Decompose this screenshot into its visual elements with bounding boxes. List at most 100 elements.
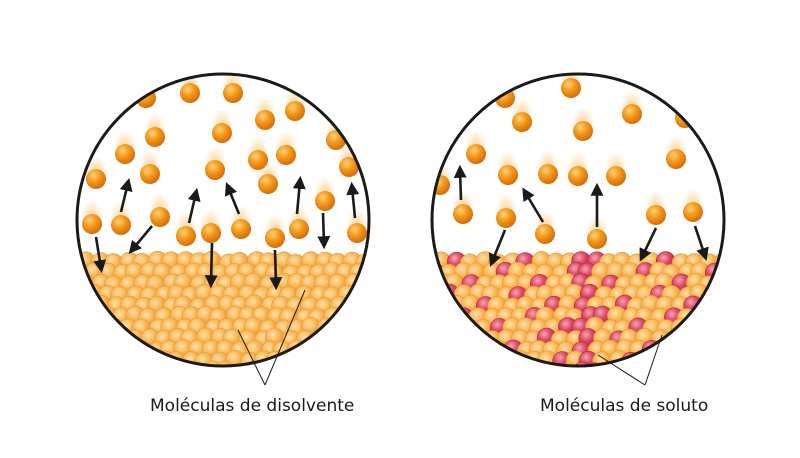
solvent-molecule <box>281 351 302 366</box>
solvent-molecule <box>89 339 109 360</box>
solvent-molecule <box>350 328 369 349</box>
solvent-molecule <box>440 351 461 366</box>
solvent-molecule <box>170 373 189 392</box>
vapor-molecule <box>587 229 607 249</box>
solvent-molecule <box>337 374 356 393</box>
solvent-sample-circle <box>77 74 369 394</box>
solvent-molecule <box>447 318 468 338</box>
solvent-molecule <box>551 374 570 393</box>
solvent-molecule <box>356 339 369 360</box>
vapor-molecule <box>150 207 170 227</box>
vapor-molecule <box>666 149 686 169</box>
vapor-molecule <box>538 164 558 184</box>
solvent-molecule <box>489 361 510 366</box>
solvent-molecule <box>718 328 724 349</box>
solute-molecule <box>432 339 451 359</box>
solvent-molecule <box>364 308 369 329</box>
solvent-molecule <box>139 373 158 392</box>
solvent-molecule <box>77 339 84 359</box>
solvent-molecule <box>77 283 91 304</box>
solvent-molecule <box>698 339 719 360</box>
solute-molecule <box>432 251 437 272</box>
solvent-molecule <box>92 318 113 339</box>
solvent-molecule <box>606 374 625 393</box>
motion-arrow <box>639 227 658 262</box>
solvent-molecule <box>240 375 259 394</box>
solvent-molecule <box>125 350 146 366</box>
solute-molecule <box>444 363 465 366</box>
solute-molecule <box>480 350 501 366</box>
vapor-molecule <box>86 169 106 189</box>
solvent-molecule <box>77 297 98 317</box>
solvent-molecule <box>671 340 692 360</box>
solute-molecule <box>432 341 436 361</box>
solute-molecule <box>654 362 674 366</box>
vapor-molecule <box>285 101 305 121</box>
motion-arrow <box>453 164 467 201</box>
solvent-molecule <box>703 350 723 366</box>
vapor-molecule <box>675 108 695 128</box>
solvent-molecule <box>105 361 126 366</box>
solvent-molecule <box>315 339 336 360</box>
solvent-molecule <box>77 351 91 366</box>
solvent-molecule <box>664 375 683 394</box>
solvent-molecule <box>500 360 521 366</box>
solvent-molecule <box>82 306 103 326</box>
solvent-molecule <box>704 308 724 328</box>
solvent-molecule <box>480 374 499 393</box>
solvent-molecule <box>362 350 369 366</box>
solvent-molecule <box>196 375 215 394</box>
solvent-molecule <box>662 351 682 366</box>
solvent-molecule <box>720 306 724 327</box>
solvent-molecule <box>77 275 82 296</box>
solvent-molecule <box>668 361 688 366</box>
solvent-molecule <box>302 339 322 360</box>
solvent-molecule <box>77 317 97 337</box>
solvent-molecule <box>307 352 328 366</box>
solvent-molecule <box>453 351 474 366</box>
solvent-molecule <box>310 374 329 393</box>
solvent-molecule <box>720 264 724 284</box>
solvent-molecule <box>439 374 458 393</box>
solvent-molecule <box>212 372 231 391</box>
solvent-molecule <box>336 327 357 348</box>
solvent-molecule <box>349 351 369 366</box>
vapor-molecule <box>223 83 243 103</box>
solute-molecule <box>432 330 444 351</box>
vapor-molecule <box>115 144 135 164</box>
solvent-molecule <box>356 319 369 340</box>
solvent-molecule <box>77 329 92 350</box>
solvent-molecule <box>364 263 369 284</box>
solvent-molecule <box>113 374 132 393</box>
solvent-molecule <box>215 361 235 366</box>
solute-molecule <box>698 317 719 337</box>
solvent-molecule <box>437 307 458 327</box>
solvent-molecule <box>678 373 697 392</box>
solute-molecule <box>581 374 600 393</box>
solute-molecule <box>637 373 656 392</box>
liquid-solution-molecules <box>432 251 737 394</box>
solvent-molecule <box>77 307 92 328</box>
vapor-molecule <box>176 226 196 246</box>
motion-arrow <box>488 229 507 267</box>
vapor-molecule <box>180 83 200 103</box>
solvent-molecule <box>77 252 83 273</box>
solvent-molecule <box>98 328 118 348</box>
vapor-molecule <box>561 78 581 98</box>
solvent-molecule <box>155 373 174 392</box>
vapor-molecules <box>81 74 368 248</box>
solvent-molecule <box>718 373 737 392</box>
solvent-molecule <box>496 350 516 366</box>
solution-sample-circle <box>432 74 737 394</box>
solvent-molecule <box>432 361 451 366</box>
vapor-molecule <box>82 214 102 234</box>
solvent-molecule <box>629 361 650 366</box>
solvent-molecule <box>539 373 558 392</box>
solute-molecule <box>432 285 445 305</box>
vapor-molecule <box>212 123 232 143</box>
evaporation-arrows <box>93 175 360 291</box>
solvent-molecule <box>77 361 97 366</box>
solvent-molecule <box>448 340 468 361</box>
solvent-molecule <box>699 294 720 315</box>
solvent-molecule <box>320 328 340 349</box>
